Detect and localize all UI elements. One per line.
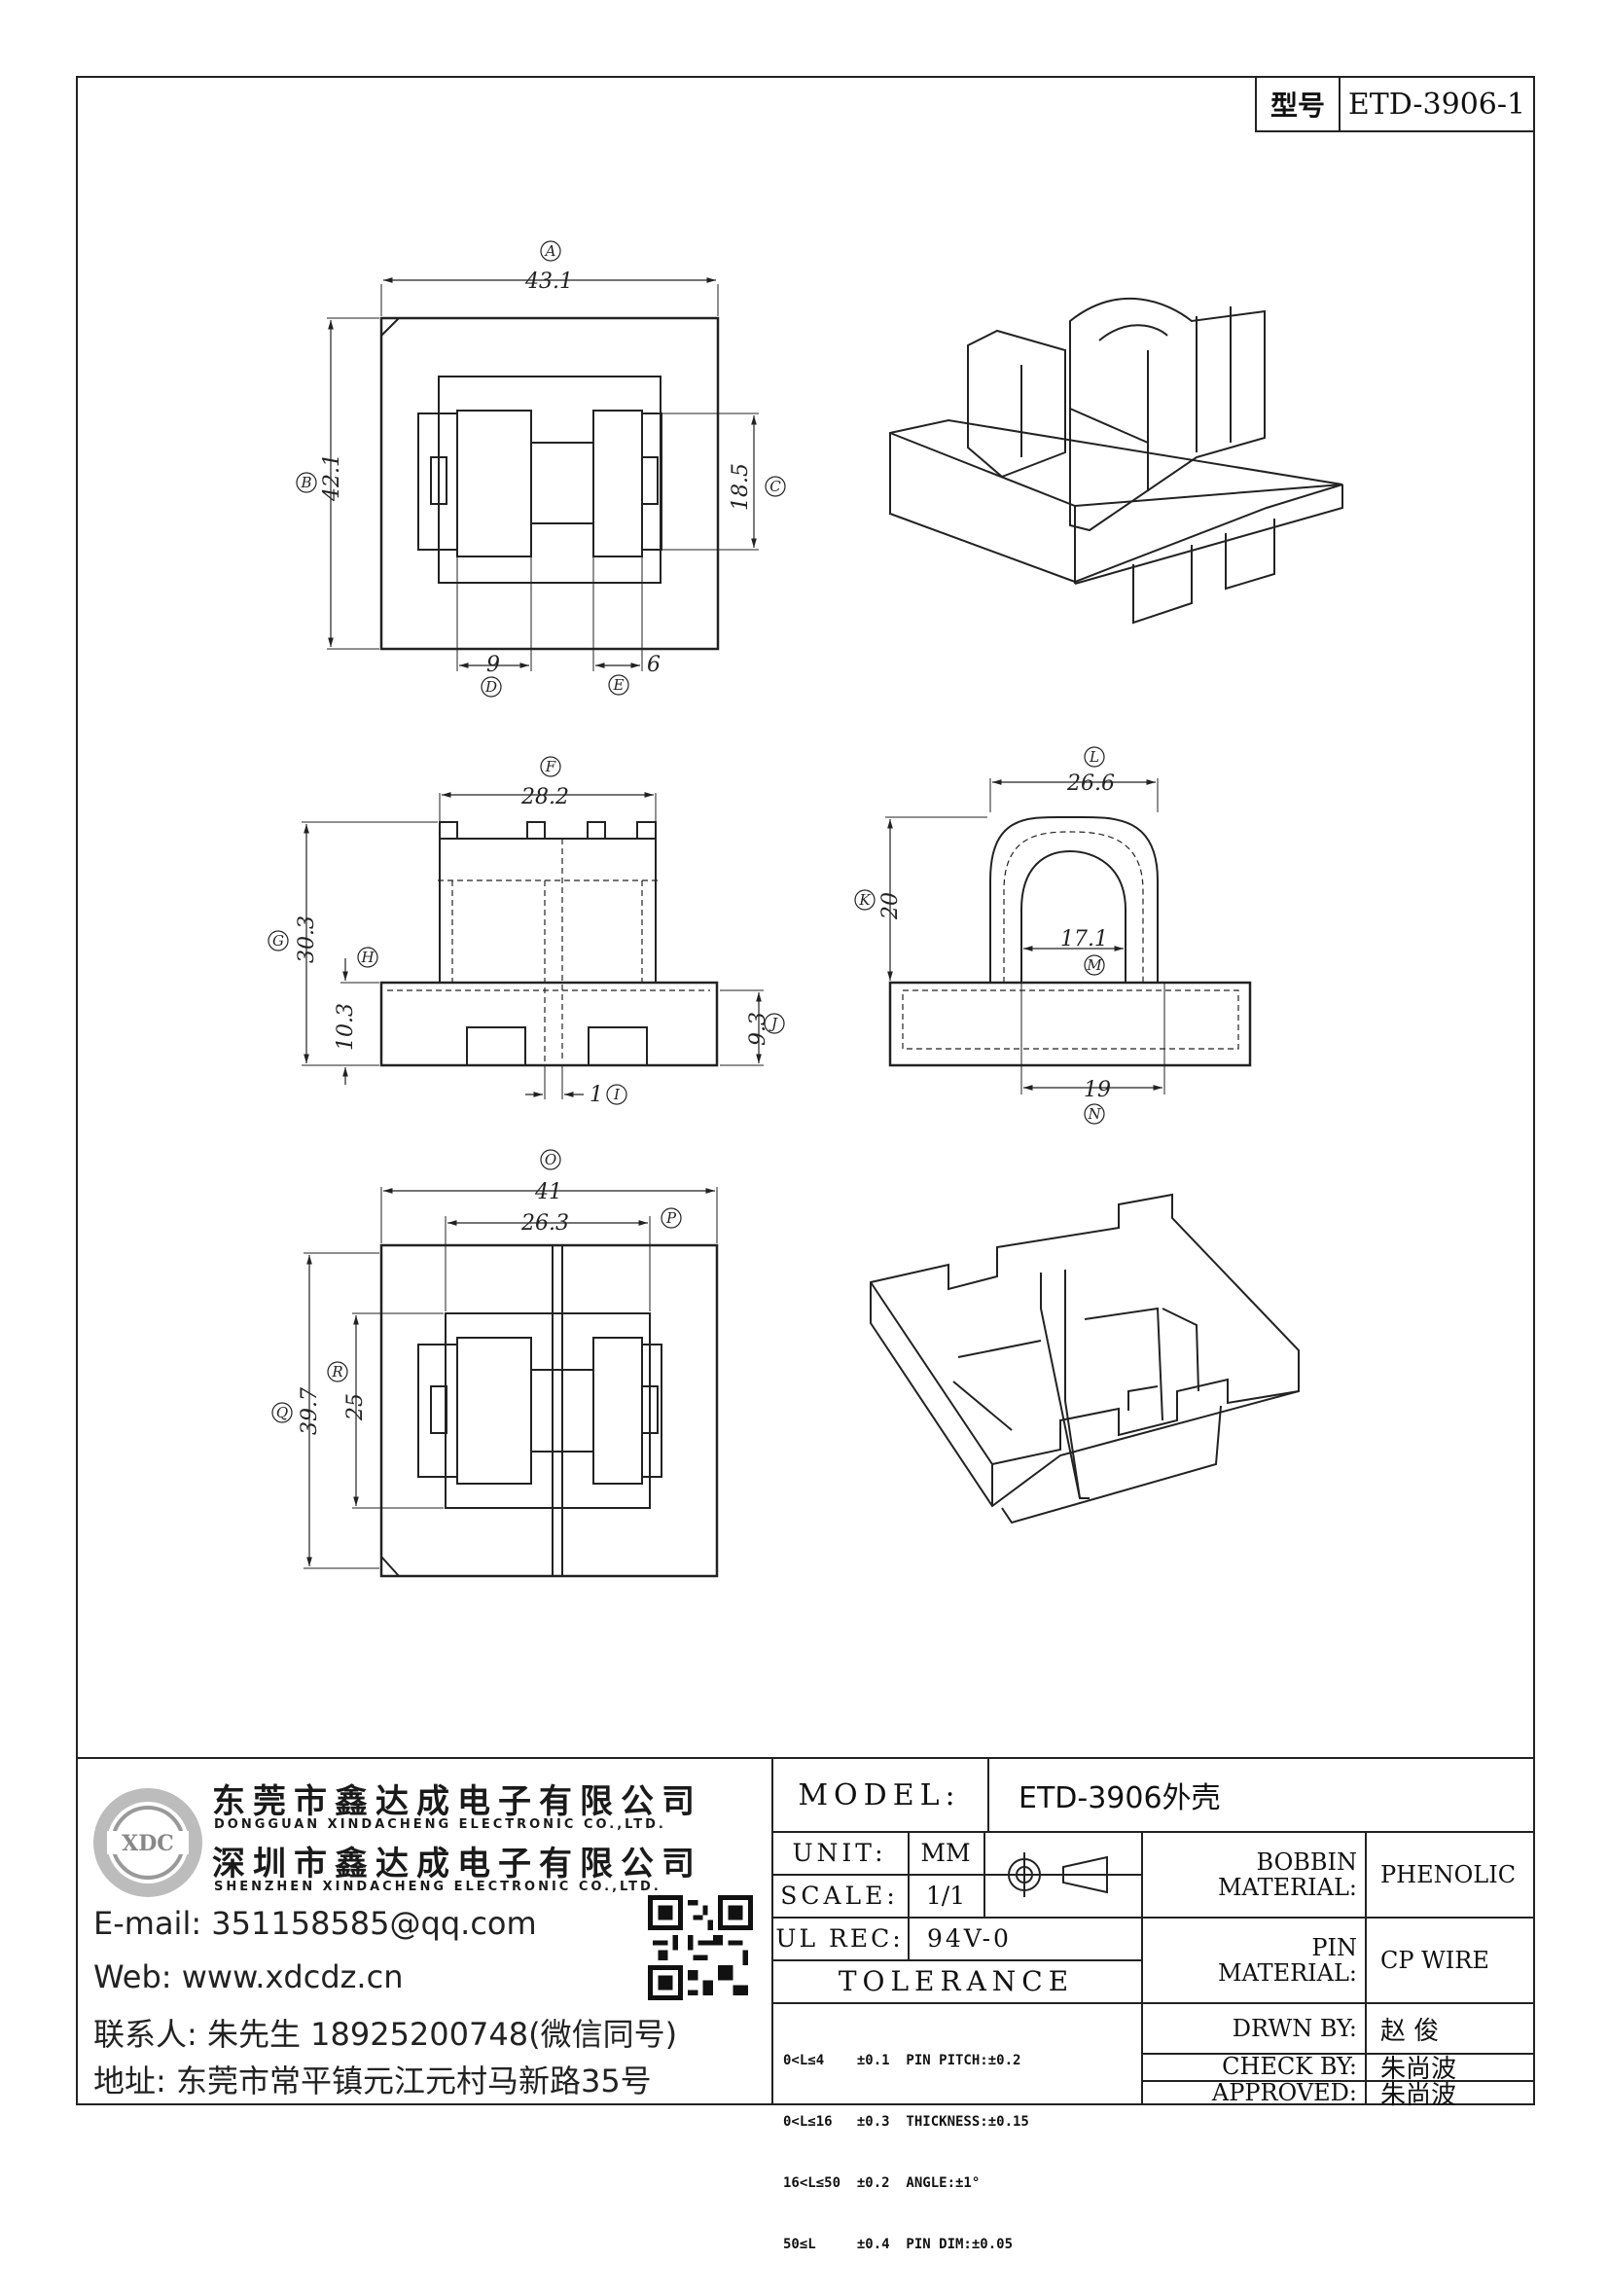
svg-text:I: I [613,1086,621,1103]
drawn-by-value: 赵 俊 [1380,2016,1440,2046]
isometric-view-bottom [870,1193,1300,1525]
title-block: XDC 东莞市鑫达成电子有限公司 DONGGUAN XINDACHENG ELE… [76,1757,1535,2252]
dim-r: 25 [343,1393,368,1421]
svg-text:K: K [858,891,871,909]
tolerance-row: 0<L≤16 ±0.3 THICKNESS:±0.15 [783,2114,1029,2130]
isometric-view-top [889,298,1343,625]
dim-b: 42.1 [320,453,344,502]
svg-text:B: B [300,474,311,491]
model-tag-value: ETD-3906-1 [1347,87,1526,122]
dim-p: 26.3 [520,1211,569,1236]
dim-l: 26.6 [1066,771,1115,796]
dimension-labels: 43.1 42.1 18.5 9 6 28.2 30.3 10.3 1 9.3 … [295,269,1115,1435]
dim-f: 28.2 [520,785,569,809]
company-name-shenzhen-en: SHENZHEN XINDACHENG ELECTRONIC CO.,LTD. [214,1880,661,1894]
tolerance-row: 0<L≤4 ±0.1 PIN PITCH:±0.2 [783,2053,1021,2068]
svg-text:G: G [272,932,284,950]
svg-text:F: F [545,758,556,775]
company-email: E-mail: 351158585@qq.com [93,1905,537,1942]
model-label: MODEL: [798,1777,961,1812]
svg-text:O: O [545,1151,556,1168]
top-view [327,277,759,671]
tolerance-row: 50≤L ±0.4 PIN DIM:±0.05 [783,2237,1014,2252]
svg-text:D: D [484,678,497,696]
svg-text:H: H [360,949,375,966]
dim-h: 10.3 [334,1003,358,1051]
ul-rec-label: UL REC: [775,1923,904,1953]
svg-text:J: J [769,1015,778,1032]
pin-material-value: CP WIRE [1380,1947,1489,1974]
svg-text:L: L [1089,748,1099,766]
company-name-dongguan: 东莞市鑫达成电子有限公司 [212,1782,702,1821]
drawn-by-label: DRWN BY: [1232,2015,1357,2042]
technical-drawing: 43.1 42.1 18.5 9 6 28.2 30.3 10.3 1 9.3 … [268,240,1343,1578]
svg-text:C: C [769,478,781,495]
qr-code [648,1895,753,2000]
svg-text:Q: Q [276,1404,288,1421]
bobbin-material-value: PHENOLIC [1380,1861,1517,1888]
reference-markers [268,240,1105,1423]
dim-a: 43.1 [524,269,573,294]
approved-by-value: 朱尚波 [1380,2080,1457,2110]
svg-text:XDC: XDC [122,1831,174,1856]
reference-letters: A B C D E F G H I J L K M N O P Q R [272,242,1102,1421]
dim-m: 17.1 [1060,927,1108,951]
company-name-shenzhen: 深圳市鑫达成电子有限公司 [212,1845,702,1883]
bottom-view [304,1187,719,1578]
dim-q: 39.7 [298,1387,322,1435]
company-name-dongguan-en: DONGGUAN XINDACHENG ELECTRONIC CO.,LTD. [214,1817,666,1832]
svg-text:R: R [331,1363,342,1381]
approved-by-label: APPROVED: [1211,2079,1357,2106]
company-address: 地址: 东莞市常平镇元江元村马新路35号 [93,2063,652,2099]
unit-value: MM [920,1838,971,1867]
company-contact-person: 联系人: 朱先生 18925200748(微信同号) [93,2016,678,2053]
svg-text:N: N [1087,1105,1101,1123]
company-logo: XDC [93,1788,202,1897]
svg-text:M: M [1086,956,1102,974]
projection-symbol-icon [1002,1852,1117,1897]
model-tag-label: 型号 [1257,78,1341,130]
model-value: ETD-3906外壳 [1019,1781,1221,1815]
unit-label: UNIT: [792,1838,887,1867]
dim-k: 20 [878,892,903,920]
dim-n: 19 [1084,1078,1111,1102]
dim-e: 6 [647,653,661,677]
dim-o: 41 [534,1180,562,1204]
tolerance-heading: TOLERANCE [838,1964,1075,1997]
front-view [302,792,764,1099]
svg-text:P: P [665,1209,677,1227]
company-website: Web: www.xdcdz.cn [93,1958,404,1995]
tolerance-row: 16<L≤50 ±0.2 ANGLE:±1° [783,2175,981,2191]
check-by-label: CHECK BY: [1222,2053,1357,2080]
svg-text:E: E [613,676,625,694]
tolerance-list: 0<L≤4 ±0.1 PIN PITCH:±0.2 0<L≤16 ±0.3 TH… [783,2010,1133,2296]
scale-label: SCALE: [780,1881,899,1910]
side-view [885,778,1252,1094]
dim-i: 1 [590,1083,603,1107]
svg-text:A: A [544,242,556,260]
ul-rec-value: 94V-0 [927,1923,1012,1953]
dim-g: 30.3 [295,915,319,963]
model-tag: 型号 ETD-3906-1 [1255,76,1535,132]
company-info: XDC 东莞市鑫达成电子有限公司 DONGGUAN XINDACHENG ELE… [76,1759,773,2105]
scale-value: 1/1 [925,1881,966,1910]
dim-d: 9 [486,653,500,677]
spec-table: MODEL: ETD-3906外壳 UNIT: MM SCALE: 1/1 UL… [771,1759,1533,2252]
drawing-frame [76,76,1535,2105]
dim-c: 18.5 [729,463,753,511]
